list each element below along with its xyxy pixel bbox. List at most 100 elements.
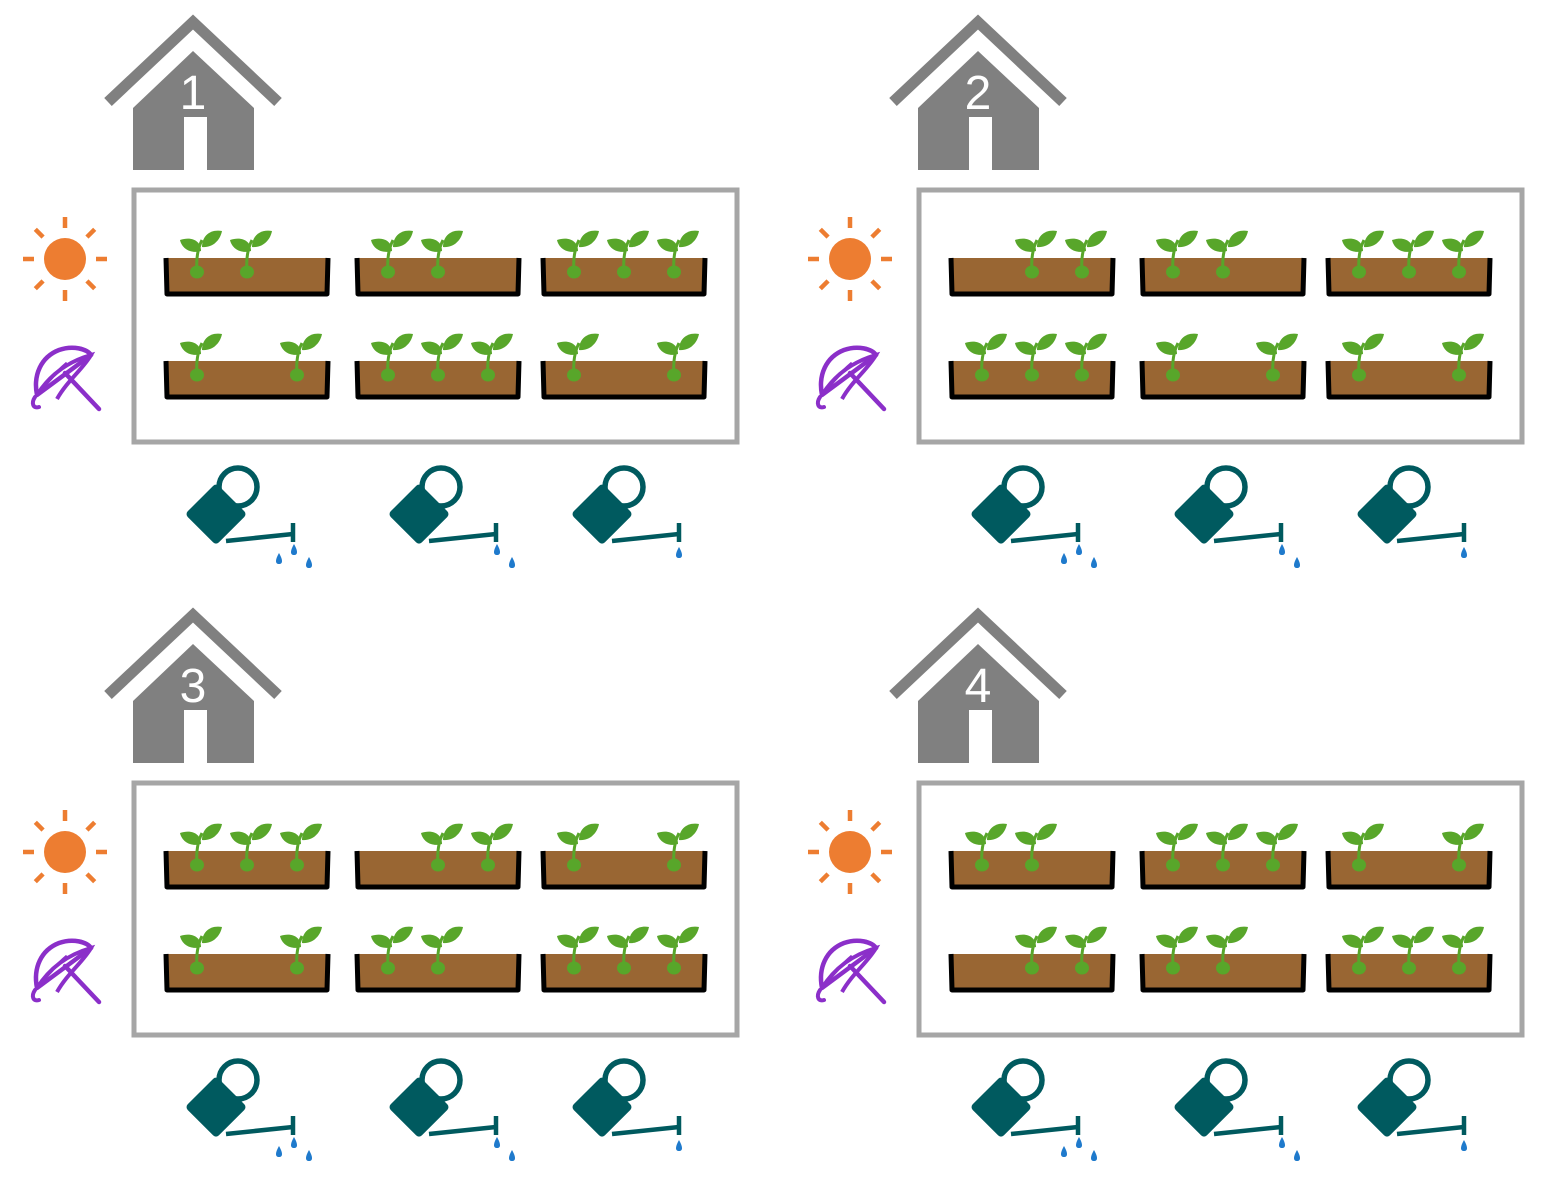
seedling-icon xyxy=(280,333,322,382)
seedling-icon xyxy=(607,926,649,975)
water-drop-icon xyxy=(1061,1146,1067,1157)
seedling-icon xyxy=(1156,230,1198,279)
planter-tray xyxy=(163,823,331,890)
water-drop-icon xyxy=(306,1150,312,1161)
water-drop-icon xyxy=(1294,557,1300,568)
seedling-icon xyxy=(1015,230,1057,279)
seedling-icon xyxy=(471,333,513,382)
water-drop-icon xyxy=(1091,1150,1097,1161)
sun-icon xyxy=(23,810,107,894)
water-drop-icon xyxy=(1091,557,1097,568)
planter-tray xyxy=(354,333,522,400)
water-drop-icon xyxy=(1279,544,1285,555)
greenhouse-frame xyxy=(131,780,740,1038)
watering-can-icon xyxy=(389,465,515,568)
seedling-icon xyxy=(1065,333,1107,382)
seedling-icon xyxy=(371,926,413,975)
greenhouse-frame xyxy=(916,187,1525,445)
greenhouse-number: 3 xyxy=(180,660,207,713)
watering-can-icon xyxy=(1357,1058,1467,1151)
seedling-icon xyxy=(1206,230,1248,279)
planter-tray xyxy=(1139,333,1307,400)
greenhouse-frame xyxy=(916,780,1525,1038)
planter-tray xyxy=(354,926,522,993)
planter-tray xyxy=(163,333,331,400)
water-drop-icon xyxy=(1279,1137,1285,1148)
seedling-icon xyxy=(1342,823,1384,872)
soil xyxy=(543,851,705,885)
water-drop-icon xyxy=(1461,547,1467,558)
seedling-icon xyxy=(1156,926,1198,975)
seedling-icon xyxy=(557,823,599,872)
soil xyxy=(1328,361,1490,395)
seedling-icon xyxy=(280,823,322,872)
planter-tray xyxy=(1325,230,1493,297)
planter-tray xyxy=(948,230,1116,297)
water-drop-icon xyxy=(276,553,282,564)
planter-tray xyxy=(948,333,1116,400)
seedling-icon xyxy=(607,230,649,279)
seedling-icon xyxy=(1342,333,1384,382)
water-drop-icon xyxy=(509,557,515,568)
water-drop-icon xyxy=(494,544,500,555)
water-drop-icon xyxy=(509,1150,515,1161)
seedling-icon xyxy=(1156,333,1198,382)
planter-tray xyxy=(163,926,331,993)
planter-tray xyxy=(540,823,708,890)
soil xyxy=(543,361,705,395)
planter-tray xyxy=(540,333,708,400)
planter-tray xyxy=(540,230,708,297)
seedling-icon xyxy=(180,823,222,872)
watering-can-icon xyxy=(1174,1058,1300,1161)
planter-tray xyxy=(1325,926,1493,993)
greenhouse-panel-1: 1 xyxy=(23,14,740,568)
greenhouse-number: 4 xyxy=(965,660,992,713)
water-drop-icon xyxy=(306,557,312,568)
planter-tray xyxy=(354,823,522,890)
seedling-icon xyxy=(1206,926,1248,975)
water-drop-icon xyxy=(291,1137,297,1148)
watering-can-icon xyxy=(971,1058,1097,1161)
greenhouse-panel-3: 3 xyxy=(23,607,740,1161)
seedling-icon xyxy=(1342,926,1384,975)
seedling-icon xyxy=(371,333,413,382)
seedling-icon xyxy=(557,926,599,975)
seedling-icon xyxy=(1256,333,1298,382)
umbrella-icon xyxy=(30,345,102,412)
seedling-icon xyxy=(1442,926,1484,975)
watering-can-icon xyxy=(186,1058,312,1161)
water-drop-icon xyxy=(291,544,297,555)
planter-tray xyxy=(948,926,1116,993)
seedling-icon xyxy=(965,823,1007,872)
watering-can-icon xyxy=(1357,465,1467,558)
water-drop-icon xyxy=(1076,1137,1082,1148)
planter-tray xyxy=(1139,230,1307,297)
house-icon: 2 xyxy=(889,14,1067,170)
watering-can-icon xyxy=(1174,465,1300,568)
umbrella-icon xyxy=(815,938,887,1005)
seedling-icon xyxy=(1206,823,1248,872)
seedling-icon xyxy=(657,333,699,382)
seedling-icon xyxy=(230,230,272,279)
seedling-icon xyxy=(230,823,272,872)
seedling-icon xyxy=(180,333,222,382)
planter-tray xyxy=(163,230,331,297)
sun-icon xyxy=(23,217,107,301)
seedling-icon xyxy=(1065,230,1107,279)
seedling-icon xyxy=(1442,823,1484,872)
house-icon: 4 xyxy=(889,607,1067,763)
greenhouse-panel-4: 4 xyxy=(808,607,1525,1161)
seedling-icon xyxy=(1256,823,1298,872)
umbrella-icon xyxy=(815,345,887,412)
planter-tray xyxy=(1325,823,1493,890)
watering-can-icon xyxy=(971,465,1097,568)
seedling-icon xyxy=(557,230,599,279)
seedling-icon xyxy=(421,823,463,872)
water-drop-icon xyxy=(1461,1140,1467,1151)
seedling-icon xyxy=(180,230,222,279)
planter-tray xyxy=(948,823,1116,890)
seedling-icon xyxy=(1065,926,1107,975)
seedling-icon xyxy=(471,823,513,872)
seedling-icon xyxy=(280,926,322,975)
